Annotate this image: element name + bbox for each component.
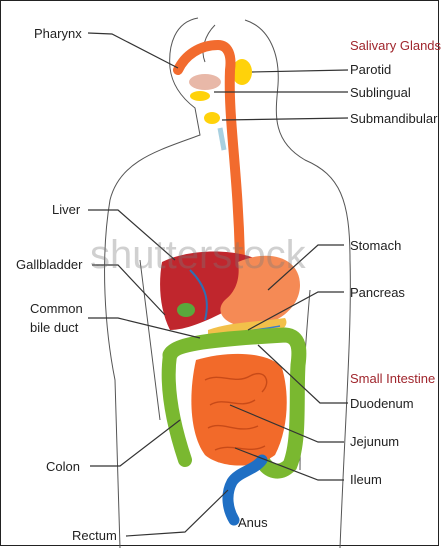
label-pancreas: Pancreas [350, 285, 405, 300]
label-gallbladder: Gallbladder [16, 257, 83, 272]
watermark-text: shutterstock [90, 233, 307, 277]
label-ileum: Ileum [350, 472, 382, 487]
label-duodenum: Duodenum [350, 396, 414, 411]
salivary-glands [189, 59, 252, 150]
small-intestine-header: Small Intestine [350, 371, 435, 386]
salivary-glands-header: Salivary Glands [350, 38, 441, 53]
small-intestine [191, 354, 286, 466]
label-jejunum: Jejunum [350, 434, 399, 449]
label-pharynx: Pharynx [34, 26, 82, 41]
label-parotid: Parotid [350, 62, 391, 77]
label-colon: Colon [46, 459, 80, 474]
label-anus: Anus [238, 515, 268, 530]
label-rectum: Rectum [72, 528, 117, 543]
label-liver: Liver [52, 202, 81, 217]
label-submandibular: Submandibular [350, 111, 438, 126]
rectum [228, 460, 262, 520]
label-sublingual: Sublingual [350, 85, 411, 100]
label-common-bile-duct-line2: bile duct [30, 320, 79, 335]
label-stomach: Stomach [350, 238, 401, 253]
label-common-bile-duct-line1: Common [30, 301, 83, 316]
